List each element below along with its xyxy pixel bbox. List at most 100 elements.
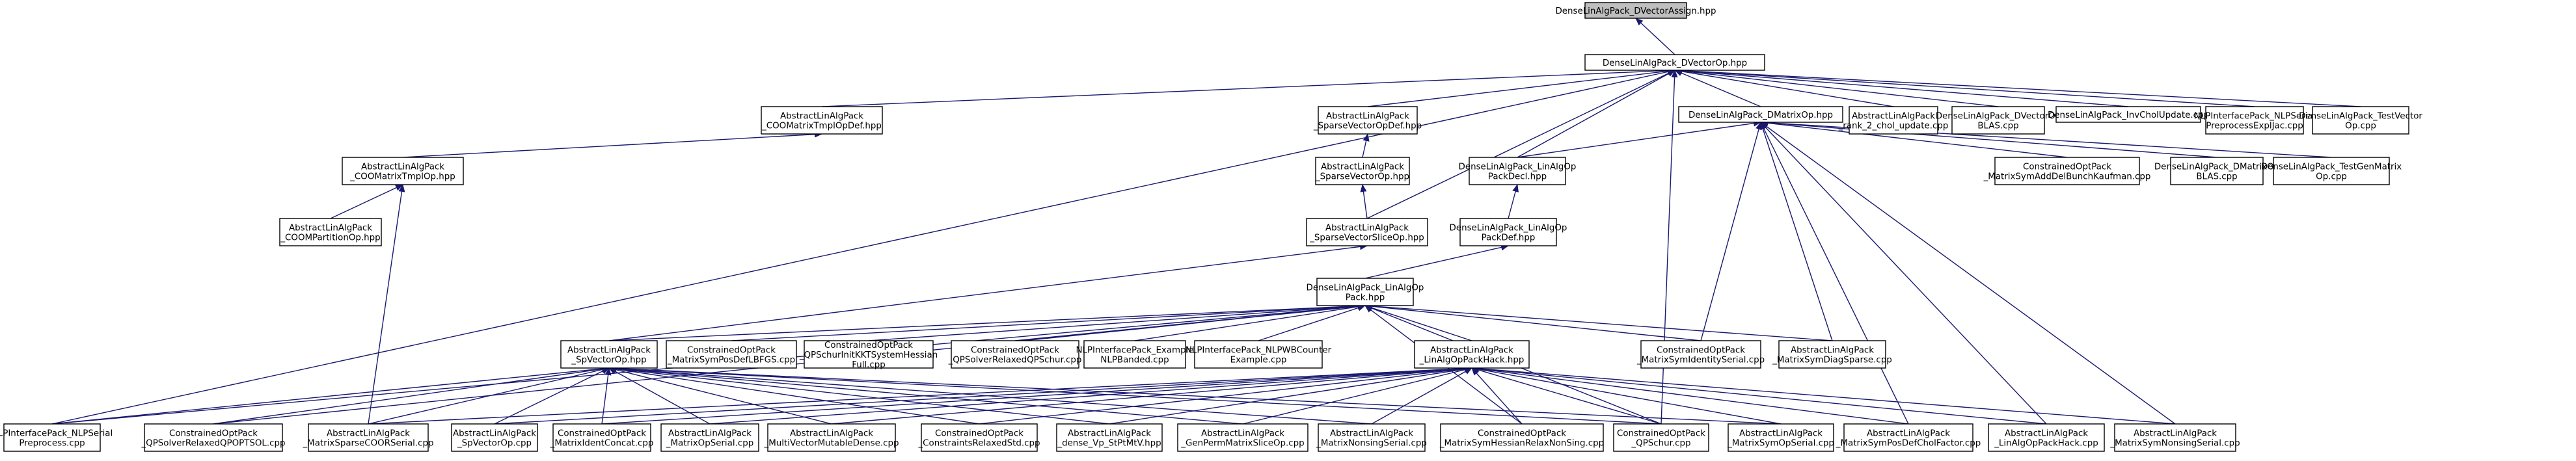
node-box	[1469, 157, 1566, 185]
node-label: _SpVectorOp.hpp	[571, 356, 646, 365]
node-label: _MatrixSparseCOORSerial.cpp	[302, 439, 433, 449]
node-symOpSerial[interactable]: AbstractLinAlgPack_MatrixSymOpSerial.cpp	[1727, 423, 1834, 452]
node-multiVec[interactable]: AbstractLinAlgPack_MultiVectorMutableDen…	[764, 423, 899, 452]
edge-laopDecl-to-dmop	[1517, 120, 1761, 158]
node-bfgs[interactable]: ConstrainedOptPack_MatrixSymPosDefLBFGS.…	[666, 340, 797, 369]
node-genPerm[interactable]: AbstractLinAlgPack_GenPermMatrixSliceOp.…	[1177, 423, 1308, 452]
node-label: DenseLinAlgPack_DVectorOp	[1936, 112, 2061, 122]
node-identConcat[interactable]: ConstrainedOptPack_MatrixIdentConcat.cpp	[550, 423, 654, 452]
node-sparseCoor[interactable]: AbstractLinAlgPack_MatrixSparseCOORSeria…	[302, 423, 434, 452]
node-label: _SparseVectorOpDef.hpp	[1313, 122, 1422, 131]
node-label: ConstrainedOptPack	[1617, 429, 1705, 439]
node-denseVp[interactable]: AbstractLinAlgPack_dense_Vp_StPtMtV.hpp	[1056, 423, 1163, 452]
node-nonsing[interactable]: AbstractLinAlgPack_MatrixNonsingSerial.c…	[1316, 423, 1427, 452]
node-box	[1843, 423, 1973, 452]
edge-kkt-to-laop	[868, 302, 1366, 341]
node-nlpExpl[interactable]: NLPInterfacePack_NLPSerialPreprocessExpl…	[2194, 106, 2315, 135]
node-invchol[interactable]: DenseLinAlgPack_InvCholUpdate.cpp	[2048, 106, 2209, 123]
node-qpRelaxSchur[interactable]: ConstrainedOptPack_QPSolverRelaxedQPSchu…	[948, 340, 1082, 369]
node-label: _LinAlgOpPackHack.hpp	[1419, 356, 1525, 365]
node-cooPart[interactable]: AbstractLinAlgPack_COOMPartitionOp.hpp	[279, 218, 382, 246]
node-hessRelax[interactable]: ConstrainedOptPack_MatrixSymHessianRelax…	[1439, 423, 1604, 452]
edge-symId-to-dmop	[1700, 122, 1762, 341]
node-label: _QPSolverRelaxedQPSchur.cpp	[948, 356, 1082, 365]
node-spVecDef[interactable]: AbstractLinAlgPack_SparseVectorOpDef.hpp	[1313, 106, 1422, 135]
node-cooTmpl[interactable]: AbstractLinAlgPack_COOMatrixTmplOp.hpp	[342, 157, 464, 185]
node-rank2[interactable]: AbstractLinAlgPack_rank_2_chol_update.cp…	[1838, 106, 1949, 135]
edge-spVec-to-spVecDef	[1362, 133, 1370, 158]
node-label: DenseLinAlgPack_InvCholUpdate.cpp	[2048, 111, 2209, 120]
node-spSlice[interactable]: AbstractLinAlgPack_SparseVectorSliceOp.h…	[1306, 218, 1428, 246]
node-label: NLPBanded.cpp	[1100, 356, 1169, 365]
node-symId[interactable]: ConstrainedOptPack_MatrixSymIdentitySeri…	[1636, 340, 1765, 369]
node-constrRelax[interactable]: ConstrainedOptPack_ConstraintsRelaxedStd…	[917, 423, 1040, 452]
node-box	[308, 423, 429, 452]
node-matOpSerial[interactable]: AbstractLinAlgPack_MatrixOpSerial.cpp	[660, 423, 759, 452]
edge-laopDef-to-laopDecl	[1508, 184, 1519, 219]
node-root[interactable]: DenseLinAlgPack_DVectorAssign.hpp	[1555, 2, 1716, 19]
node-hack[interactable]: AbstractLinAlgPack_LinAlgOpPackHack.hpp	[1414, 340, 1530, 369]
edge-hackcpp-to-dmop	[1760, 122, 2047, 425]
node-dvop[interactable]: DenseLinAlgPack_DVectorOp.hpp	[1584, 54, 1765, 71]
edge-hack-to-laop	[1364, 304, 1472, 341]
edge-dmop-to-dvop	[1674, 70, 1761, 107]
node-box	[3, 423, 101, 452]
node-label: AbstractLinAlgPack	[2134, 429, 2217, 439]
edge-sparseCoor-to-cooTmpl	[368, 184, 405, 425]
edge-bfgs-to-laop	[731, 302, 1366, 341]
node-label: AbstractLinAlgPack	[790, 429, 873, 439]
node-spvopcpp[interactable]: AbstractLinAlgPack_SpVectorOp.cpp	[451, 423, 538, 452]
edge-spSlice-to-spVec	[1360, 184, 1368, 219]
node-bunch[interactable]: ConstrainedOptPack_MatrixSymAddDelBunchK…	[1983, 157, 2151, 185]
node-box	[1728, 423, 1834, 452]
node-label: _COOMatrixTmplOpDef.hpp	[761, 122, 882, 131]
node-spvop[interactable]: AbstractLinAlgPack_SpVectorOp.hpp	[560, 340, 658, 369]
node-label: BLAS.cpp	[1977, 122, 2018, 131]
node-box	[1315, 157, 1410, 185]
node-laop[interactable]: DenseLinAlgPack_LinAlgOpPack.hpp	[1307, 278, 1424, 306]
node-label: AbstractLinAlgPack	[2005, 429, 2088, 439]
node-hackcpp[interactable]: AbstractLinAlgPack_LinAlgOpPackHack.cpp	[1988, 423, 2105, 452]
node-label: _MatrixSymPosDefLBFGS.cpp	[667, 356, 795, 365]
node-cholFactor[interactable]: AbstractLinAlgPack_MatrixSymPosDefCholFa…	[1836, 423, 1981, 452]
node-label: ConstrainedOptPack	[1657, 346, 1745, 356]
node-symDiag[interactable]: AbstractLinAlgPack_MatrixSymDiagSparse.c…	[1772, 340, 1892, 369]
node-qpschur[interactable]: ConstrainedOptPack_QPSchur.cpp	[1613, 423, 1709, 452]
node-box	[342, 157, 464, 185]
node-label: Op.cpp	[2316, 172, 2347, 182]
node-label: _SparseVectorOp.hpp	[1315, 172, 1409, 182]
edge-nlpBanded-to-laop	[1134, 303, 1366, 341]
node-qpopt[interactable]: ConstrainedOptPack_QPSolverRelaxedQPOPTS…	[141, 423, 286, 452]
node-label: ConstrainedOptPack	[971, 346, 1059, 356]
node-label: _QPSolverRelaxedQPOPTSOL.cpp	[141, 439, 285, 449]
node-box	[2170, 157, 2264, 185]
node-box	[1951, 106, 2045, 135]
node-label: DenseLinAlgPack_DMatrixOp	[2154, 163, 2279, 172]
node-dmop[interactable]: DenseLinAlgPack_DMatrixOp.hpp	[1678, 106, 1843, 123]
edge-qpopt-to-spvop	[213, 365, 610, 425]
node-label: NLPInterfacePack_NLPSerial	[0, 429, 113, 439]
node-symNonsing[interactable]: AbstractLinAlgPack_MatrixSymNonsingSeria…	[2109, 423, 2240, 452]
node-label: PackDef.hpp	[1482, 233, 1536, 243]
node-label: _dense_Vp_StPtMtV.hpp	[1057, 439, 1161, 449]
node-box	[1584, 2, 1687, 19]
edge-symOpSerial-to-spvop	[608, 365, 1782, 425]
node-cooTmplDef[interactable]: AbstractLinAlgPack_COOMatrixTmplOpDef.hp…	[761, 106, 883, 135]
node-spVec[interactable]: AbstractLinAlgPack_SparseVectorOp.hpp	[1315, 157, 1410, 185]
node-label: _ConstraintsRelaxedStd.cpp	[917, 439, 1040, 449]
edge-genPerm-to-hack	[1242, 366, 1472, 425]
edge-symDiag-to-laop	[1364, 302, 1833, 341]
node-box	[1613, 423, 1709, 452]
node-kkt[interactable]: ConstrainedOptPack_QPSchurInitKKTSystemH…	[799, 340, 938, 370]
edge-cholFactor-to-hack	[1471, 365, 1909, 425]
node-box	[1318, 106, 1418, 135]
